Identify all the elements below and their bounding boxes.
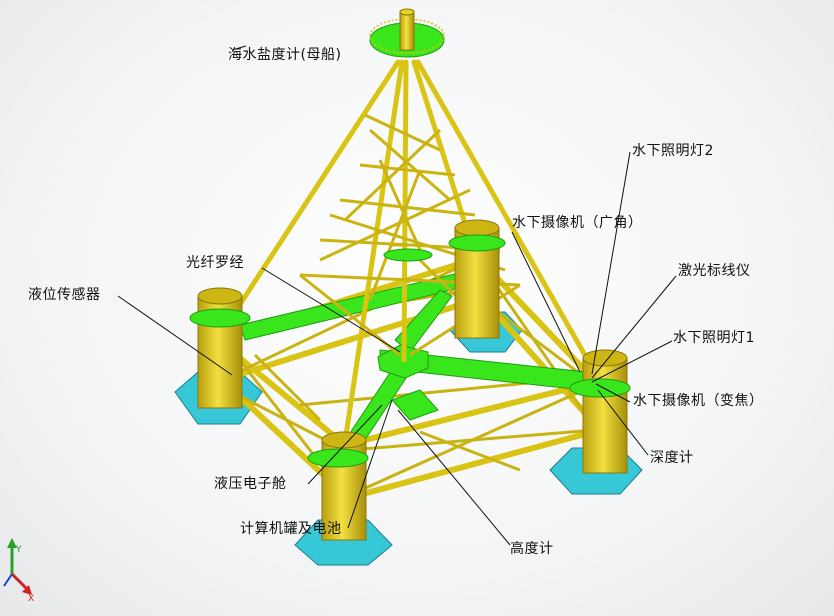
label-laser-marker: 激光标线仪 xyxy=(678,263,751,279)
leader-depth xyxy=(597,389,649,456)
tower-mid-plate xyxy=(383,248,433,262)
leader-camera-zoom xyxy=(595,383,631,403)
column-right xyxy=(569,349,631,474)
label-camera-wide: 水下摄像机（广角） xyxy=(512,215,643,231)
leader-light-1 xyxy=(591,340,673,383)
foot-pad-front xyxy=(294,519,393,566)
label-hydraulic-cabin: 液压电子舱 xyxy=(214,476,287,492)
leader-altimeter xyxy=(397,409,511,546)
column-left xyxy=(189,287,251,409)
label-fiber-gyro: 光纤罗经 xyxy=(186,255,244,271)
label-underwater-light-1: 水下照明灯1 xyxy=(673,330,755,346)
label-salinity-meter: 海水盐度计(母船) xyxy=(228,47,342,63)
leader-salinity-stub xyxy=(231,45,247,51)
label-underwater-light-2: 水下照明灯2 xyxy=(632,143,714,159)
leader-light-2 xyxy=(591,151,631,375)
tower-braces xyxy=(299,113,521,357)
leader-laser xyxy=(591,275,677,379)
leader-lines xyxy=(117,45,677,546)
column-front xyxy=(307,431,369,541)
triad-x-label: X xyxy=(28,594,34,604)
label-altimeter: 高度计 xyxy=(510,541,554,557)
label-depth-meter: 深度计 xyxy=(650,450,694,466)
leader-hydraulic xyxy=(307,404,383,485)
top-platform xyxy=(369,8,445,58)
label-level-sensor: 液位传感器 xyxy=(28,287,101,303)
axis-triad: Y X xyxy=(3,538,34,604)
leader-level-sensor xyxy=(117,295,233,376)
triad-y-label: Y xyxy=(15,545,22,555)
leader-computer xyxy=(347,399,393,529)
column-back xyxy=(448,219,506,339)
label-computer-tank: 计算机罐及电池 xyxy=(240,521,342,537)
leader-camera-wide xyxy=(511,231,581,373)
label-camera-zoom: 水下摄像机（变焦） xyxy=(633,393,764,409)
leader-fiber-gyro xyxy=(261,267,401,353)
